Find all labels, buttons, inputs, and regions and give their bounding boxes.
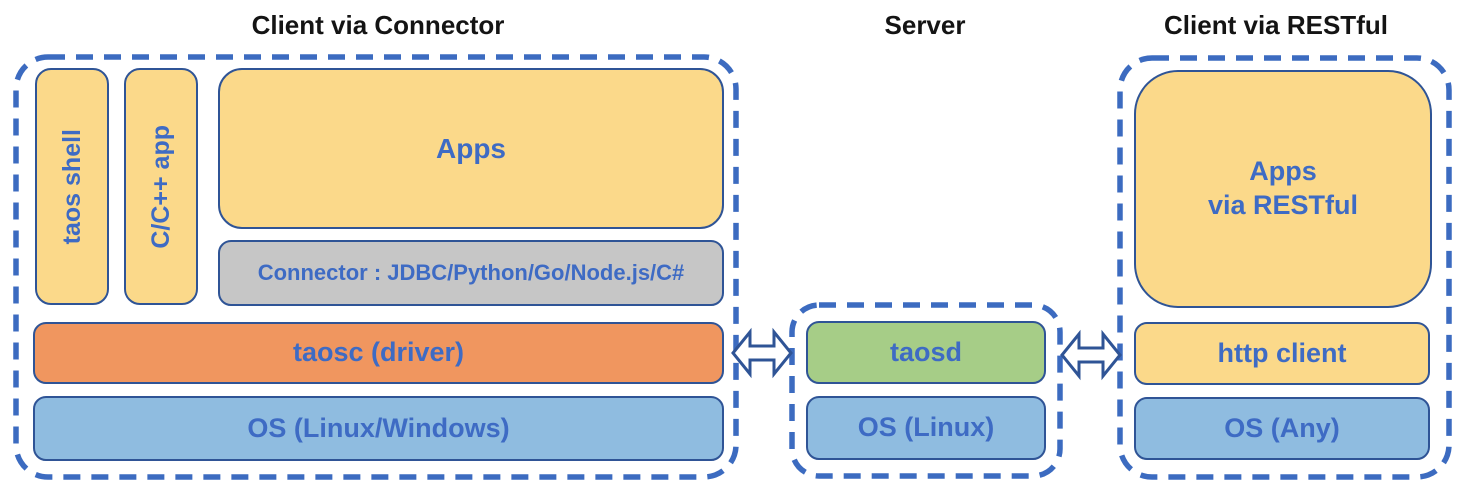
os-linux-box: OS (Linux)	[806, 396, 1046, 460]
cpp-app-label: C/C++ app	[146, 124, 175, 249]
apps-box: Apps	[218, 68, 724, 229]
connector-box: Connector : JDBC/Python/Go/Node.js/C#	[218, 240, 724, 306]
cpp-app-box: C/C++ app	[124, 68, 198, 305]
apps-via-restful-box: Apps via RESTful	[1134, 70, 1432, 308]
apps-via-restful-label: Apps via RESTful	[1208, 155, 1358, 223]
os-any-box: OS (Any)	[1134, 397, 1430, 460]
http-client-label: http client	[1217, 337, 1347, 368]
taos-shell-label: taos shell	[57, 128, 86, 245]
apps-label: Apps	[436, 133, 506, 164]
apps-via-restful-line2: via RESTful	[1207, 190, 1359, 220]
os-any-label: OS (Any)	[1224, 412, 1340, 443]
bidirectional-arrow-icon	[1060, 329, 1122, 381]
connector-label: Connector : JDBC/Python/Go/Node.js/C#	[257, 260, 685, 286]
taosd-box: taosd	[806, 321, 1046, 384]
http-client-box: http client	[1134, 322, 1430, 385]
server-title: Server	[884, 10, 966, 40]
os-linux-windows-box: OS (Linux/Windows)	[33, 396, 724, 461]
client-via-connector-title: Client via Connector	[251, 10, 505, 40]
client-via-restful-title: Client via RESTful	[1164, 10, 1388, 40]
bidirectional-arrow-icon	[731, 327, 793, 379]
taos-shell-box: taos shell	[35, 68, 109, 305]
os-linux-windows-label: OS (Linux/Windows)	[247, 412, 510, 443]
apps-via-restful-line1: Apps	[1249, 156, 1317, 187]
taosc-driver-box: taosc (driver)	[33, 322, 724, 384]
taosd-label: taosd	[889, 336, 962, 367]
taosc-driver-label: taosc (driver)	[292, 337, 465, 368]
os-linux-label: OS (Linux)	[857, 412, 995, 443]
